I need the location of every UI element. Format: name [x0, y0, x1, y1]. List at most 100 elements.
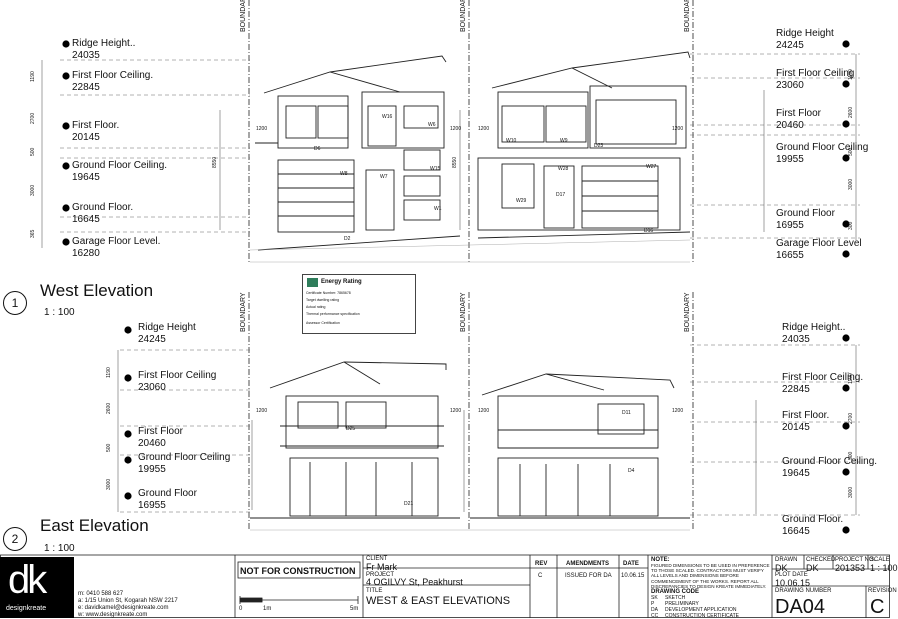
level-value: 16645 — [782, 526, 810, 537]
level-marker — [124, 326, 132, 334]
dimension-value: 500 — [848, 451, 854, 460]
boundary-label: BOUNDARY — [460, 292, 467, 332]
level-name: First Floor. — [782, 410, 830, 421]
level-value: 24035 — [782, 334, 810, 345]
scale-value: 1 : 100 — [870, 563, 898, 573]
logo-wordmark: designkreate — [6, 605, 47, 612]
dimension-value: 1200 — [450, 126, 461, 132]
window-tag: D4 — [628, 468, 635, 474]
level-name: Ridge Height.. — [782, 322, 846, 333]
drawing-number-label: DRAWING NUMBER — [775, 588, 832, 594]
level-name: Ground Floor Ceiling. — [72, 160, 168, 171]
level-marker — [842, 80, 850, 88]
boundary-label: BOUNDARY — [684, 0, 691, 32]
level-marker — [842, 154, 850, 162]
dimension-value: 8550 — [452, 157, 458, 168]
project-label: PROJECT — [366, 572, 395, 578]
level-name: First Floor. — [72, 120, 120, 131]
level-marker — [62, 122, 70, 130]
level-name: Ground Floor Ceiling — [776, 142, 869, 153]
title-label: TITLE — [366, 588, 383, 594]
dimension-value: 3000 — [848, 179, 854, 190]
window-tag: D2 — [344, 236, 351, 242]
plot-date-value: 10.06.15 — [775, 578, 811, 588]
level-marker — [124, 374, 132, 382]
amendment-date: 10.06.15 — [621, 573, 645, 579]
window-tag: W27 — [646, 164, 657, 170]
checked-label: CHECKED — [806, 557, 836, 563]
level-value: 16645 — [72, 214, 100, 225]
boundary-label: BOUNDARY — [240, 292, 247, 332]
scale-label: SCALE — [870, 557, 890, 563]
dimension-value: 3000 — [848, 487, 854, 498]
dimension-value: 3000 — [106, 479, 112, 490]
level-name: Ground Floor. — [72, 202, 134, 213]
level-marker — [842, 250, 850, 258]
drawing-code-desc: DEVELOPMENT APPLICATION — [665, 607, 737, 613]
level-value: 24035 — [72, 50, 100, 61]
level-marker — [842, 220, 850, 228]
level-marker — [842, 468, 850, 476]
window-tag: W1 — [434, 206, 442, 212]
window-tag: W10 — [506, 138, 517, 144]
drawing-title: WEST & EAST ELEVATIONS — [366, 595, 511, 607]
rev-header: REV — [535, 561, 548, 567]
level-marker — [124, 492, 132, 500]
scale-bar-label: 1m — [263, 606, 272, 612]
dimension-value: 1200 — [450, 408, 461, 414]
level-name: Ridge Height.. — [72, 38, 136, 49]
window-tag: W29 — [516, 198, 527, 204]
level-label: Ground Floor Ceiling.19645 — [782, 456, 877, 480]
view-title: West Elevation — [40, 281, 154, 300]
energy-rating-certificate: Energy Rating Certificate Number: 786567… — [302, 274, 416, 334]
level-name: Ground Floor — [776, 208, 835, 219]
window-tag: D6 — [314, 146, 321, 152]
level-name: First Floor Ceiling — [138, 370, 217, 381]
level-label: First Floor.20145 — [72, 120, 119, 144]
dimension-value: 1200 — [672, 126, 683, 132]
window-tag: W6 — [428, 122, 436, 128]
project-no-value: 201353 — [835, 563, 866, 573]
window-tag: W15 — [430, 166, 441, 172]
company-web: w: www.designkreate.com — [78, 612, 148, 618]
level-name: Ridge Height — [776, 28, 834, 39]
level-value: 23060 — [776, 80, 804, 91]
level-value: 20460 — [138, 438, 166, 449]
level-name: First Floor Ceiling — [776, 68, 855, 79]
view-number: 1 — [3, 291, 27, 315]
drawing-code-desc: SKETCH — [665, 595, 686, 601]
window-tag: W7 — [380, 174, 388, 180]
dimension-value: 1190 — [30, 71, 36, 82]
level-marker — [842, 384, 850, 392]
drawing-code-desc: PRELIMINARY — [665, 601, 699, 607]
level-value: 22845 — [72, 82, 100, 93]
project-value: 4 OGILVY St, Peakhurst — [366, 577, 463, 587]
client-value: Fr Mark — [366, 562, 397, 572]
window-tag: D17 — [556, 192, 565, 198]
level-value: 20460 — [776, 120, 804, 131]
dimension-value: 300 — [848, 221, 854, 230]
logo-mark: dk — [8, 558, 47, 602]
energy-logo-icon — [307, 278, 318, 287]
window-tag: D25 — [346, 426, 355, 432]
level-value: 19955 — [776, 154, 804, 165]
level-label: Ground Floor Ceiling.19645 — [72, 160, 167, 184]
company-mobile: m: 0410 588 627 — [78, 591, 124, 597]
energy-line: Target dwelling rating — [306, 298, 340, 302]
level-name: Garage Floor Level. — [72, 236, 161, 247]
window-tag: W28 — [558, 166, 569, 172]
dimension-value: 2700 — [30, 113, 36, 124]
level-marker — [124, 430, 132, 438]
boundary-label: BOUNDARY — [240, 0, 247, 32]
